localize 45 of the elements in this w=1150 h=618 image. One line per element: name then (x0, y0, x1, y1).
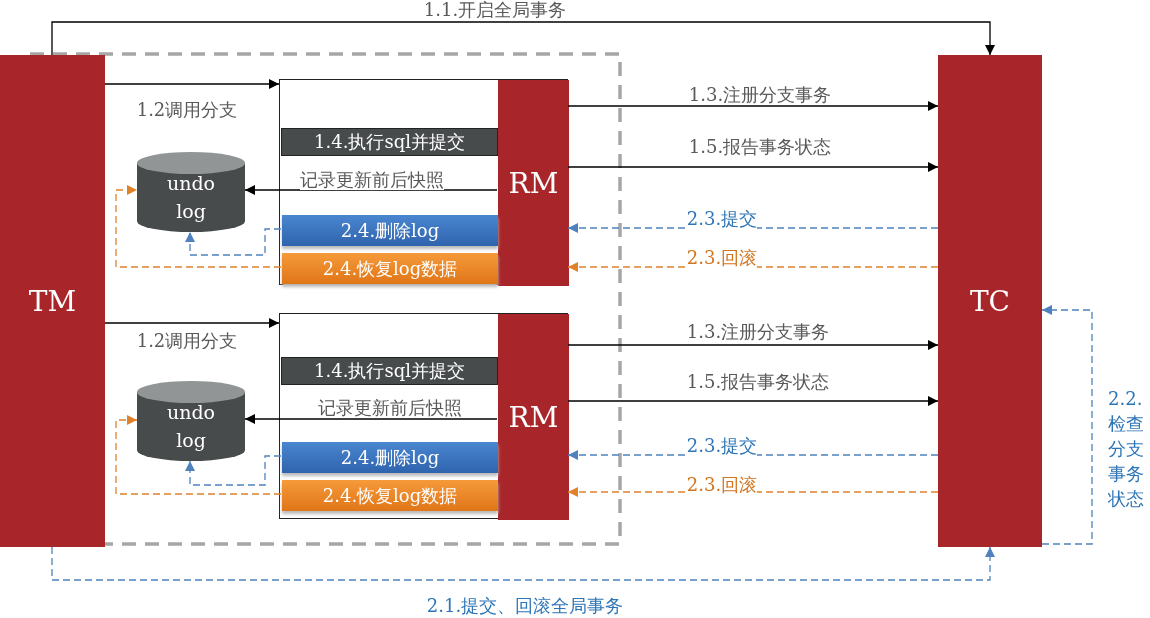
branch-box (279, 79, 568, 285)
edge-label: 1.3.注册分支事务 (688, 85, 832, 105)
component-bar: RM (498, 80, 569, 286)
dashed-arrow (185, 455, 282, 486)
step-box: 2.4.恢复log数据 (282, 480, 498, 511)
arrow (567, 340, 939, 350)
step-box: 1.4.执行sql并提交 (281, 128, 498, 156)
dashed-arrow (115, 185, 282, 268)
edge-label: 记录更新前后快照 (300, 170, 444, 190)
edge-label: 1.1.开启全局事务 (423, 0, 567, 20)
dashed-arrow (51, 546, 995, 581)
component-bar: RM (498, 314, 569, 520)
arrow (244, 185, 498, 195)
dashed-arrow (185, 228, 282, 256)
dashed-arrow (567, 487, 939, 497)
dashed-arrow (567, 450, 939, 460)
arrow (244, 414, 498, 424)
arrow (104, 79, 280, 89)
edge-label: 1.5.报告事务状态 (686, 372, 830, 392)
step-box: 2.4.删除log (282, 442, 498, 473)
dashed-arrow (567, 223, 939, 233)
edge-label: 记录更新前后快照 (318, 398, 462, 418)
step-box: 2.4.删除log (282, 215, 498, 246)
branch-box (279, 313, 568, 519)
edge-label: 1.2调用分支 (136, 100, 238, 120)
arrow (104, 318, 280, 328)
edge-label: 1.2调用分支 (136, 331, 238, 351)
arrow (567, 101, 939, 111)
arrow (51, 21, 995, 56)
arrow (567, 396, 939, 406)
component-bar: TC (938, 55, 1042, 547)
dashed-arrow (1041, 305, 1093, 545)
edge-label: 2.1.提交、回滚全局事务 (426, 596, 624, 616)
edge-label: 1.3.注册分支事务 (686, 322, 830, 342)
edge-label: 2.3.回滚 (686, 248, 758, 268)
edge-label: 1.5.报告事务状态 (688, 137, 832, 157)
edge-label: 2.3.回滚 (686, 475, 758, 495)
edge-label: 2.3.提交 (686, 209, 758, 229)
step-box: 1.4.执行sql并提交 (281, 357, 498, 385)
step-box: 2.4.恢复log数据 (282, 253, 498, 284)
edge-label: 2.3.提交 (686, 436, 758, 456)
dashed-arrow (567, 262, 939, 272)
component-bar: TM (0, 55, 105, 547)
dashed-arrow (115, 415, 282, 495)
arrow (567, 162, 939, 172)
